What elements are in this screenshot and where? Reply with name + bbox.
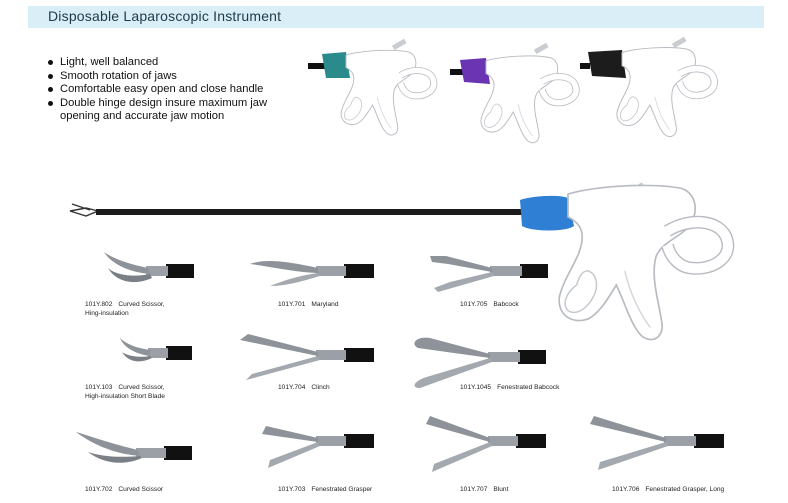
instrument-code: 101Y.707 [460,486,488,493]
teal-handle-instrument [308,38,434,135]
instrument-caption: 101Y.707 Blunt [460,485,508,494]
tip-maryland [250,261,374,286]
instrument-name: Curved Scissor, [118,301,165,308]
instrument-caption: 101Y.701 Maryland [278,300,339,309]
tip-clinch [240,334,374,380]
feature-item-continued: opening and accurate jaw motion [60,110,225,123]
instrument-name: Maryland [311,301,339,308]
instrument-name-line2: High-insulation Short Blade [85,393,165,400]
instrument-name: Clinch [311,384,330,391]
instrument-code: 101Y.802 [85,301,113,308]
instrument-caption: 101Y.706 Fenestrated Grasper, Long [612,485,724,494]
tip-curved-scissor [104,252,194,283]
feature-item: Smooth rotation of jaws [47,70,267,84]
instrument-code: 101Y.702 [85,486,113,493]
instrument-name: Curved Scissor [118,486,164,493]
instrument-code: 101Y.701 [278,301,306,308]
instrument-caption: 101Y.705 Babcock [460,300,519,309]
feature-list: Light, well balanced Smooth rotation of … [47,56,267,124]
purple-handle-instrument [450,42,576,143]
instrument-caption: 101Y.702 Curved Scissor [85,485,163,494]
instrument-caption: 101Y.1045 Fenestrated Babcock [460,383,559,392]
instrument-name: Fenestrated Grasper [311,486,373,493]
instrument-caption: 101Y.703 Fenestrated Grasper [278,485,372,494]
feature-item: Double hinge design insure maximum jaw [47,97,267,111]
feature-item: Light, well balanced [47,56,267,70]
instrument-name: Blunt [493,486,509,493]
instrument-caption: 101Y.704 Clinch [278,383,330,392]
main-long-instrument [69,182,728,339]
instrument-code: 101Y.103 [85,384,113,391]
feature-item: Comfortable easy open and close handle [47,83,267,97]
instrument-name: Fenestrated Babcock [497,384,560,391]
instrument-code: 101Y.706 [612,486,640,493]
instrument-code: 101Y.705 [460,301,488,308]
instrument-caption: 101Y.802 Curved Scissor, Hing-insulation [85,300,165,318]
instrument-name: Babcock [493,301,519,308]
instrument-caption: 101Y.103 Curved Scissor, High-insulation … [85,383,165,401]
tip-fenestrated-grasper [262,426,374,468]
black-handle-instrument [580,36,714,137]
instrument-code: 101Y.703 [278,486,306,493]
tip-fenestrated-babcock [414,337,546,388]
instrument-name-line2: Hing-insulation [85,310,129,317]
title-bar: Disposable Laparoscopic Instrument [28,6,764,28]
tip-curved-scissor-702 [76,432,192,463]
instrument-code: 101Y.704 [278,384,306,391]
tip-curved-scissor-short [120,338,192,362]
instrument-code: 101Y.1045 [460,384,492,391]
page-title: Disposable Laparoscopic Instrument [48,8,282,24]
tip-fenestrated-grasper-long [590,416,724,470]
instrument-name: Fenestrated Grasper, Long [645,486,725,493]
tip-babcock [430,256,548,292]
tip-blunt [426,416,546,472]
instrument-name: Curved Scissor, [118,384,165,391]
